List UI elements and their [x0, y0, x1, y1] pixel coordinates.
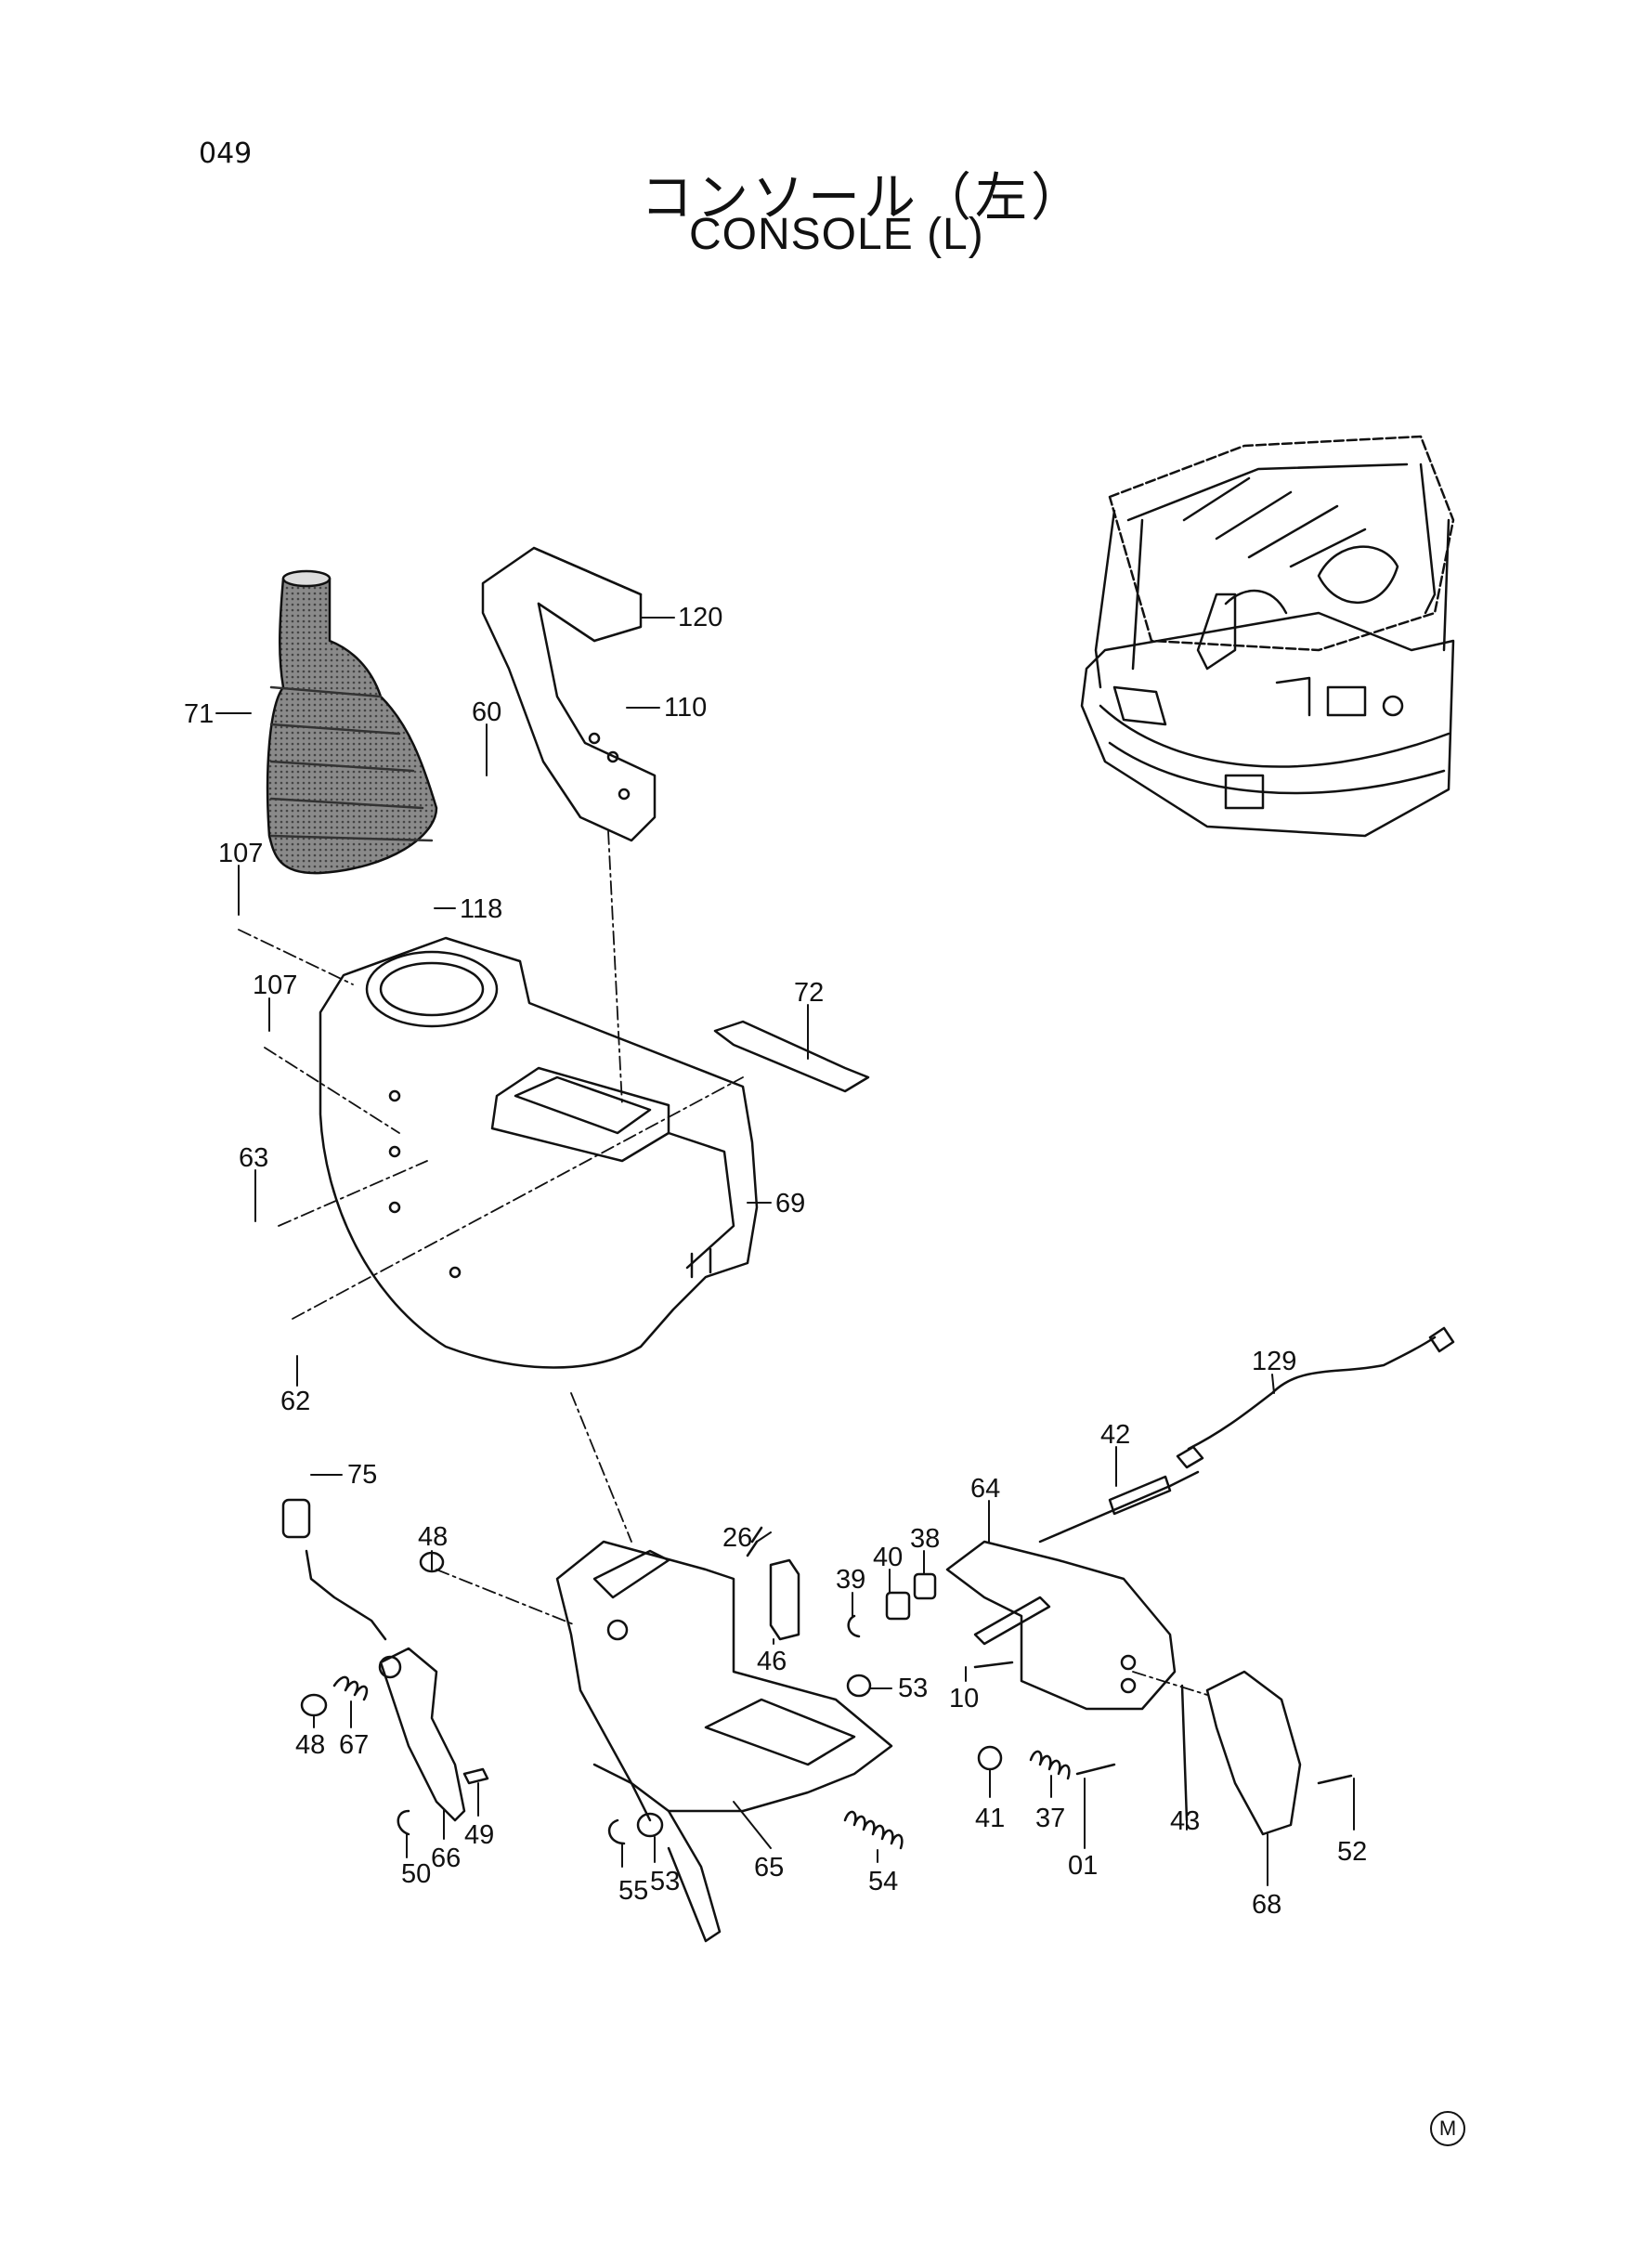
callout-66: 66	[431, 1844, 461, 1873]
callout-71: 71	[184, 699, 214, 729]
callout-75: 75	[347, 1460, 377, 1490]
callout-01: 01	[1068, 1851, 1098, 1881]
callout-53-lower: 53	[650, 1867, 680, 1896]
callout-52: 52	[1337, 1837, 1367, 1867]
rubber-boot-part	[266, 569, 438, 875]
callout-37: 37	[1035, 1804, 1065, 1833]
callout-40: 40	[873, 1543, 903, 1572]
page-number: 049	[199, 137, 253, 170]
callout-41: 41	[975, 1804, 1005, 1833]
excavator-overview-illustration	[1080, 435, 1455, 838]
leader-lines	[215, 617, 1355, 1886]
callout-107-upper: 107	[218, 839, 263, 868]
callout-26: 26	[722, 1523, 752, 1553]
callout-68: 68	[1252, 1890, 1281, 1920]
callout-60: 60	[472, 697, 501, 727]
callout-64: 64	[970, 1474, 1000, 1504]
callout-42: 42	[1100, 1420, 1130, 1450]
callout-38: 38	[910, 1524, 940, 1554]
armrest-part	[481, 546, 657, 842]
callout-120: 120	[678, 603, 722, 632]
callout-62: 62	[280, 1387, 310, 1416]
callout-55: 55	[618, 1876, 648, 1906]
callout-54: 54	[868, 1867, 898, 1896]
title-english: CONSOLE (L)	[689, 210, 984, 259]
bracket-72-part	[713, 1020, 870, 1093]
lever-mechanism-parts	[281, 1326, 1455, 1943]
callout-50: 50	[401, 1859, 431, 1889]
callout-46: 46	[757, 1647, 787, 1676]
callout-118: 118	[460, 894, 502, 924]
callout-39: 39	[836, 1565, 865, 1595]
callout-labels: 120 110 71 60 107 118 107 72 63 69 62 12…	[184, 603, 1367, 1920]
assembly-lines	[238, 830, 1208, 1696]
callout-65: 65	[754, 1853, 784, 1883]
callout-63: 63	[239, 1143, 268, 1173]
callout-48-lower: 48	[295, 1730, 325, 1760]
manufacturer-mark: M	[1430, 2111, 1465, 2146]
callout-49: 49	[464, 1820, 494, 1850]
callout-48-upper: 48	[418, 1522, 448, 1552]
callout-53-right: 53	[898, 1674, 928, 1703]
callout-69: 69	[775, 1189, 805, 1218]
title-japanese: コンソール（左）	[641, 168, 1086, 228]
console-housing-part	[319, 936, 759, 1369]
callout-10: 10	[949, 1684, 979, 1713]
callout-107-lower: 107	[253, 971, 297, 1000]
callout-67: 67	[339, 1730, 369, 1760]
callout-43: 43	[1170, 1806, 1200, 1836]
callout-110: 110	[664, 693, 707, 723]
callout-129: 129	[1252, 1347, 1296, 1376]
callout-72: 72	[794, 978, 824, 1008]
